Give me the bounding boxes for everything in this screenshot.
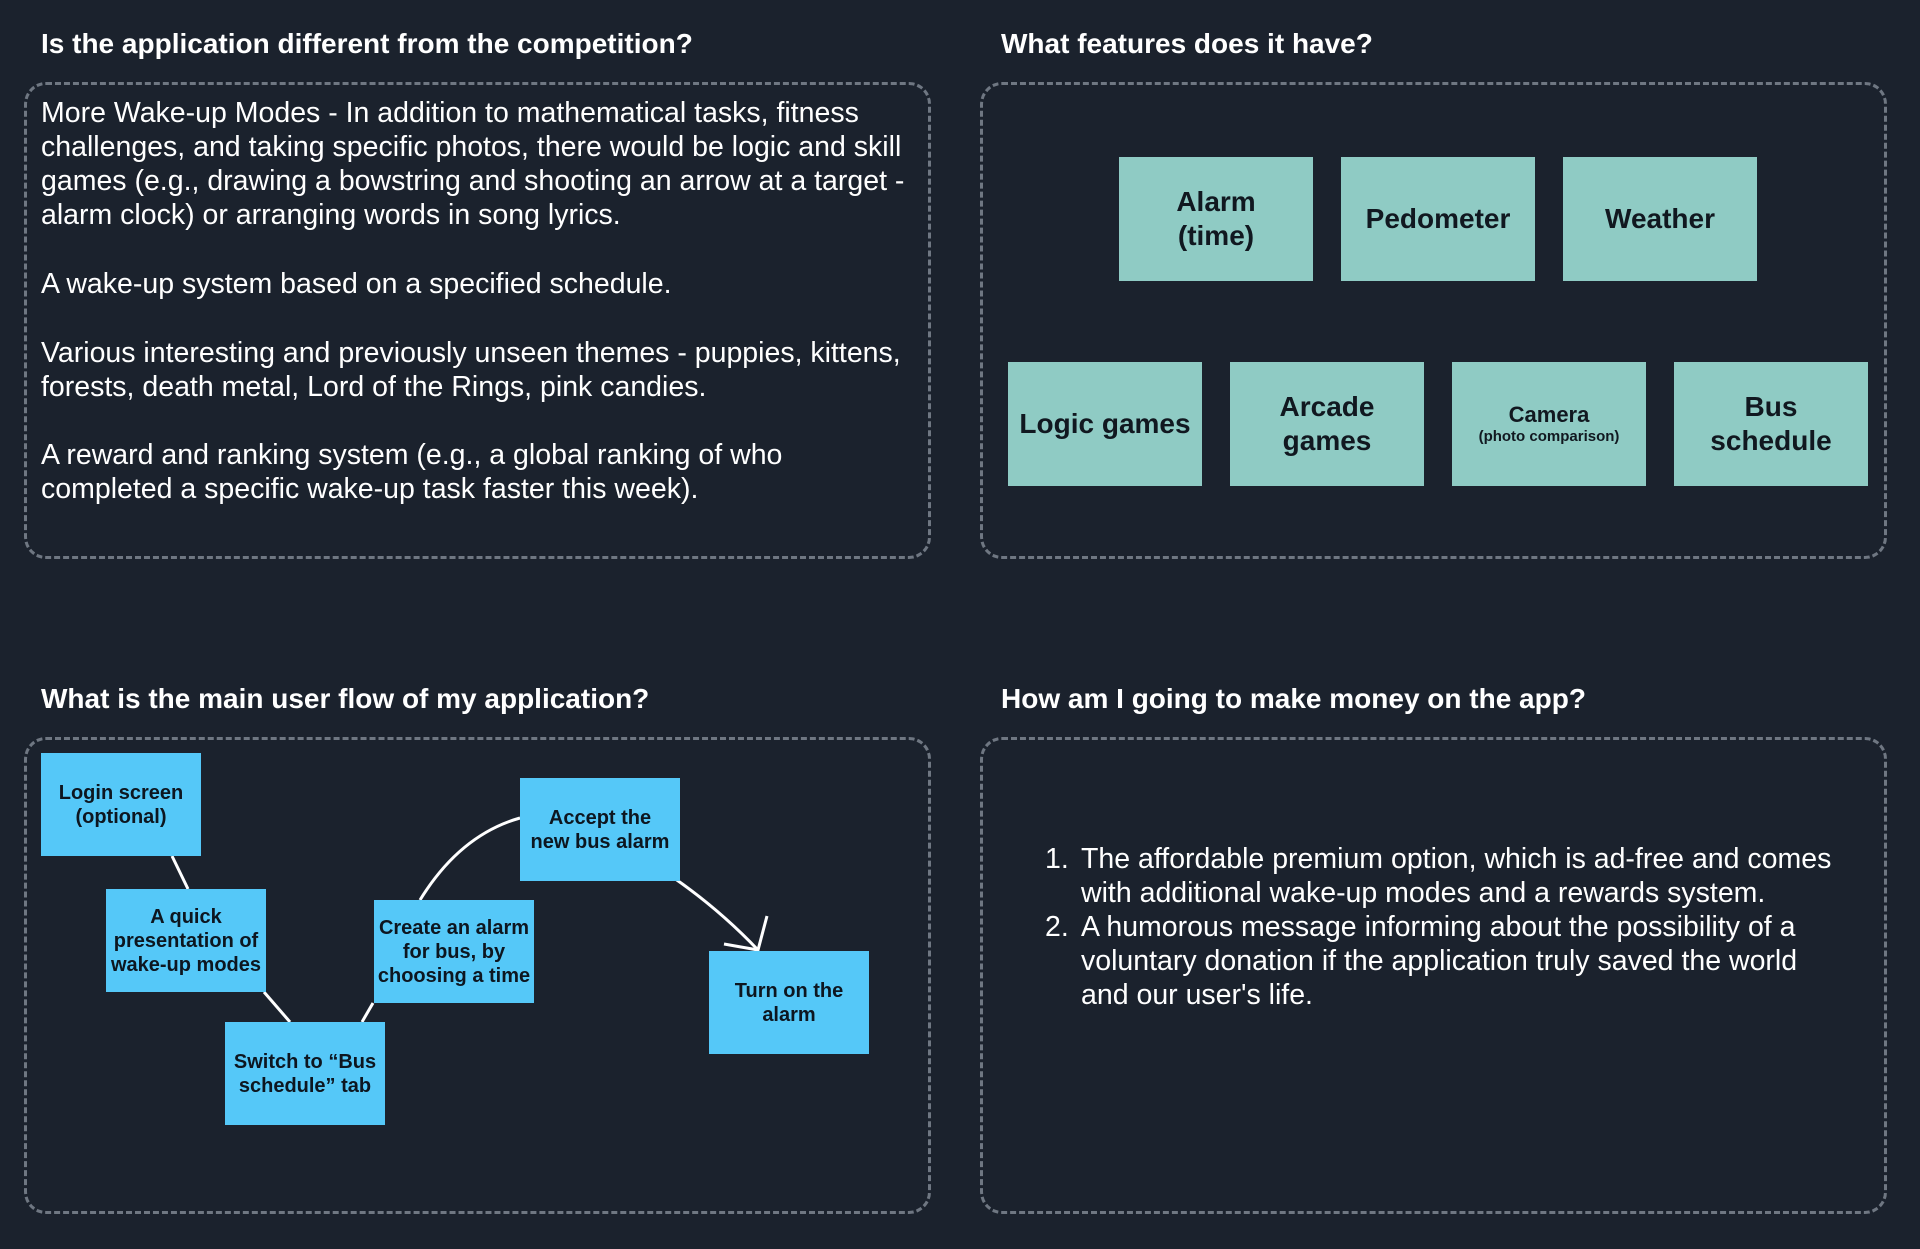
connector-arrow bbox=[673, 876, 760, 952]
connector-line bbox=[170, 855, 190, 890]
flow-step-switch-tab: Switch to “Bus schedule” tab bbox=[225, 1022, 385, 1125]
feature-card-arcade-games: Arcade games bbox=[1230, 362, 1424, 486]
features-panel bbox=[980, 82, 1887, 559]
flow-step-login-screen: Login screen (optional) bbox=[41, 753, 201, 856]
feature-card-logic-games: Logic games bbox=[1008, 362, 1202, 486]
feature-card-camera: Camera (photo comparison) bbox=[1452, 362, 1646, 486]
competition-paragraph: A wake-up system based on a specified sc… bbox=[41, 268, 672, 300]
list-item: 2. A humorous message informing about th… bbox=[1045, 910, 1845, 1012]
monetization-heading: How am I going to make money on the app? bbox=[1001, 683, 1586, 714]
flow-step-wake-up-modes: A quick presentation of wake-up modes bbox=[106, 889, 266, 992]
feature-label: Arcade games bbox=[1279, 391, 1375, 456]
competition-paragraph: More Wake-up Modes - In addition to math… bbox=[41, 97, 905, 231]
feature-label: Camera bbox=[1508, 402, 1590, 427]
flow-step-turn-on-alarm: Turn on the alarm bbox=[709, 951, 869, 1054]
connector-curve bbox=[418, 816, 521, 901]
feature-label: Alarm (time) bbox=[1176, 186, 1256, 251]
feature-label: Logic games bbox=[1019, 408, 1191, 439]
user-flow-heading: What is the main user flow of my applica… bbox=[41, 683, 650, 714]
connector-line bbox=[360, 1002, 375, 1023]
flow-step-accept-alarm: Accept the new bus alarm bbox=[520, 778, 680, 881]
arrowhead-icon bbox=[723, 915, 769, 952]
competition-paragraph: A reward and ranking system (e.g., a glo… bbox=[41, 439, 783, 505]
list-number: 2. bbox=[1045, 911, 1069, 943]
user-flow-panel bbox=[24, 737, 931, 1214]
feature-card-bus-schedule: Bus schedule bbox=[1674, 362, 1868, 486]
competition-paragraph: Various interesting and previously unsee… bbox=[41, 337, 901, 403]
monetization-list: 1. The affordable premium option, which … bbox=[1045, 842, 1845, 1012]
connector-line bbox=[262, 991, 292, 1023]
feature-label: Weather bbox=[1605, 203, 1715, 234]
feature-label: Pedometer bbox=[1365, 203, 1511, 234]
feature-label: Bus schedule bbox=[1710, 391, 1832, 456]
feature-card-alarm: Alarm (time) bbox=[1119, 157, 1313, 281]
list-number: 1. bbox=[1045, 843, 1069, 875]
feature-card-pedometer: Pedometer bbox=[1341, 157, 1535, 281]
list-text: The affordable premium option, which is … bbox=[1081, 843, 1832, 909]
competition-panel bbox=[24, 82, 931, 559]
feature-sublabel: (photo comparison) bbox=[1478, 428, 1620, 445]
feature-card-weather: Weather bbox=[1563, 157, 1757, 281]
list-item: 1. The affordable premium option, which … bbox=[1045, 842, 1845, 910]
list-text: A humorous message informing about the p… bbox=[1081, 911, 1798, 1011]
features-heading: What features does it have? bbox=[1001, 28, 1373, 59]
flow-step-create-alarm: Create an alarm for bus, by choosing a t… bbox=[374, 900, 534, 1003]
monetization-panel bbox=[980, 737, 1887, 1214]
competition-heading: Is the application different from the co… bbox=[41, 28, 693, 59]
